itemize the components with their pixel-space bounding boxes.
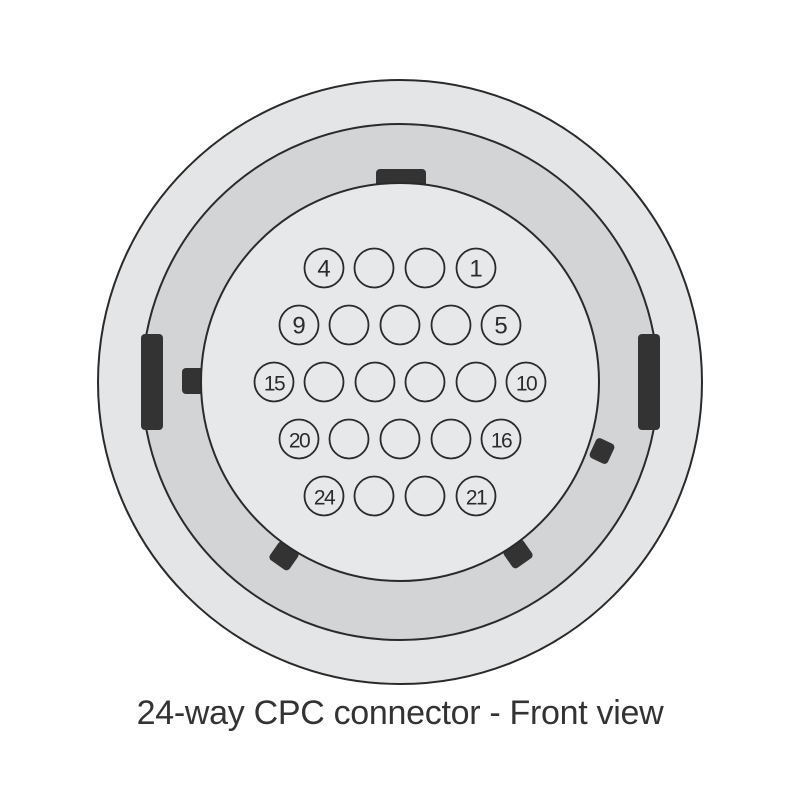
pin-socket bbox=[278, 418, 320, 460]
pin-label: 4 bbox=[317, 256, 330, 283]
pin-21: 21 bbox=[455, 475, 497, 517]
pin-socket bbox=[404, 247, 446, 289]
right-key-icon bbox=[638, 334, 660, 430]
left-key-icon bbox=[141, 334, 163, 430]
pin-15: 15 bbox=[253, 361, 295, 403]
pin-5: 5 bbox=[480, 304, 522, 346]
pin-socket bbox=[404, 475, 446, 517]
right-lower-tab-icon bbox=[589, 438, 615, 464]
diagram-caption: 24-way CPC connector - Front view bbox=[136, 694, 664, 732]
pin-socket bbox=[328, 304, 370, 346]
pin-label: 16 bbox=[491, 430, 512, 453]
pin bbox=[328, 418, 370, 460]
pin-grid: 4 1 9 5 15 10 20 16 24 21 bbox=[253, 247, 547, 517]
pin-label: 5 bbox=[494, 313, 507, 340]
pin bbox=[303, 361, 345, 403]
pin bbox=[404, 475, 446, 517]
pin-socket bbox=[253, 361, 295, 403]
pin-socket bbox=[480, 304, 522, 346]
pin-socket bbox=[328, 418, 370, 460]
pin-socket bbox=[303, 247, 345, 289]
pin-socket bbox=[353, 247, 395, 289]
pin-socket bbox=[354, 361, 396, 403]
pin-label: 20 bbox=[289, 430, 310, 453]
pin-1: 1 bbox=[455, 247, 497, 289]
pin-9: 9 bbox=[278, 304, 320, 346]
pin-socket bbox=[455, 247, 497, 289]
pin-label: 10 bbox=[516, 373, 537, 396]
pin-16: 16 bbox=[480, 418, 522, 460]
pin-socket bbox=[505, 361, 547, 403]
pin-socket bbox=[430, 418, 472, 460]
pin bbox=[353, 247, 395, 289]
pin-socket bbox=[278, 304, 320, 346]
pin-label: 9 bbox=[292, 313, 305, 340]
pin bbox=[455, 361, 497, 403]
pin-label: 21 bbox=[466, 487, 487, 510]
pin bbox=[379, 418, 421, 460]
pin bbox=[404, 361, 446, 403]
pin-10: 10 bbox=[505, 361, 547, 403]
pin-4: 4 bbox=[303, 247, 345, 289]
pin-socket bbox=[480, 418, 522, 460]
pin-24: 24 bbox=[303, 475, 345, 517]
pin-socket bbox=[353, 475, 395, 517]
pin-label: 24 bbox=[314, 487, 336, 510]
pin-socket bbox=[379, 418, 421, 460]
pin bbox=[353, 475, 395, 517]
insert-circle bbox=[200, 182, 600, 582]
pin-socket bbox=[455, 475, 497, 517]
insert-face bbox=[200, 182, 600, 582]
pin bbox=[328, 304, 370, 346]
pin-socket bbox=[455, 361, 497, 403]
pin-socket bbox=[379, 304, 421, 346]
pin-socket bbox=[404, 361, 446, 403]
pin bbox=[354, 361, 396, 403]
pin bbox=[404, 247, 446, 289]
pin-socket bbox=[303, 361, 345, 403]
pin-socket bbox=[430, 304, 472, 346]
pin-label: 15 bbox=[264, 373, 285, 396]
pin bbox=[430, 418, 472, 460]
pin bbox=[430, 304, 472, 346]
left-inner-tab-icon bbox=[182, 368, 204, 394]
pin-socket bbox=[303, 475, 345, 517]
pin-20: 20 bbox=[278, 418, 320, 460]
pin-label: 1 bbox=[469, 256, 482, 283]
pin bbox=[379, 304, 421, 346]
